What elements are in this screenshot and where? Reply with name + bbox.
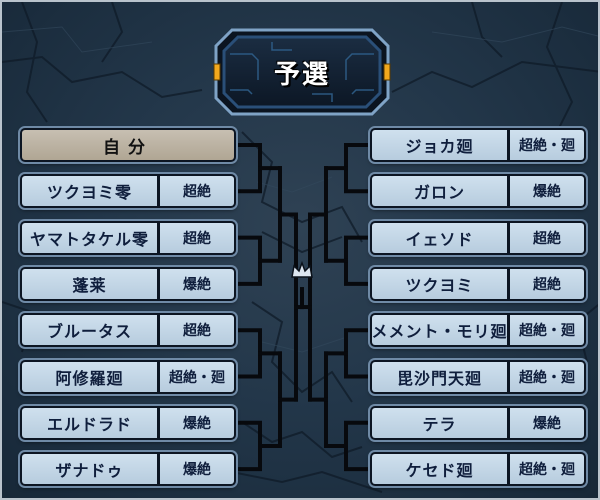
bracket-pair-line: [344, 328, 370, 379]
entry-name: エルドラド: [22, 408, 157, 438]
left-entry-3[interactable]: ヤマトタケル零超絶: [20, 221, 236, 255]
difficulty-badge: 爆絶: [160, 269, 234, 299]
left-entry-1[interactable]: 自分: [20, 128, 236, 162]
right-entry-6[interactable]: 毘沙門天廻超絶・廻: [370, 360, 586, 394]
right-entry-3[interactable]: イェソド超絶: [370, 221, 586, 255]
difficulty-badge: 超絶・廻: [510, 362, 584, 392]
difficulty-badge: 超絶: [510, 223, 584, 253]
difficulty-badge: 超絶・廻: [510, 454, 584, 484]
left-entry-5[interactable]: ブルータス超絶: [20, 313, 236, 347]
bracket-pair-line: [236, 420, 262, 472]
bracket-pair-line: [236, 328, 262, 379]
left-entry-4[interactable]: 蓬莱爆絶: [20, 267, 236, 301]
difficulty-badge: 超絶: [160, 315, 234, 345]
entry-name: 自分: [22, 130, 234, 160]
difficulty-badge: 爆絶: [160, 454, 234, 484]
difficulty-badge: 爆絶: [510, 408, 584, 438]
bracket-pair-line: [236, 143, 262, 194]
entry-name: 毘沙門天廻: [372, 362, 507, 392]
bracket-pair-line: [344, 235, 370, 286]
difficulty-badge: 超絶: [510, 269, 584, 299]
bracket-pair-line: [236, 235, 262, 286]
left-entry-2[interactable]: ツクヨミ零超絶: [20, 174, 236, 208]
right-entry-4[interactable]: ツクヨミ超絶: [370, 267, 586, 301]
difficulty-badge: 超絶・廻: [510, 315, 584, 345]
entry-name: ガロン: [372, 176, 507, 206]
entry-name: ツクヨミ: [372, 269, 507, 299]
right-entry-2[interactable]: ガロン爆絶: [370, 174, 586, 208]
difficulty-badge: 超絶・廻: [160, 362, 234, 392]
entry-name: ザナドゥ: [22, 454, 157, 484]
entry-name: ツクヨミ零: [22, 176, 157, 206]
left-entry-8[interactable]: ザナドゥ爆絶: [20, 452, 236, 486]
entry-name: メメント・モリ廻: [372, 315, 507, 345]
entry-name: ジョカ廻: [372, 130, 507, 160]
right-entry-8[interactable]: ケセド廻超絶・廻: [370, 452, 586, 486]
difficulty-badge: 超絶: [160, 223, 234, 253]
right-entry-7[interactable]: テラ爆絶: [370, 406, 586, 440]
entry-name: ヤマトタケル零: [22, 223, 157, 253]
entry-name: テラ: [372, 408, 507, 438]
bracket-pair-line: [344, 143, 370, 194]
left-entry-7[interactable]: エルドラド爆絶: [20, 406, 236, 440]
round-title: 予選: [273, 59, 330, 90]
difficulty-badge: 超絶: [160, 176, 234, 206]
right-entry-5[interactable]: メメント・モリ廻超絶・廻: [370, 313, 586, 347]
right-entry-1[interactable]: ジョカ廻超絶・廻: [370, 128, 586, 162]
entry-name: イェソド: [372, 223, 507, 253]
entry-name: ケセド廻: [372, 454, 507, 484]
title-plate: [213, 28, 391, 116]
entry-name: ブルータス: [22, 315, 157, 345]
crown-icon: [291, 260, 313, 278]
left-entry-6[interactable]: 阿修羅廻超絶・廻: [20, 360, 236, 394]
difficulty-badge: 超絶・廻: [510, 130, 584, 160]
difficulty-badge: 爆絶: [510, 176, 584, 206]
difficulty-badge: 爆絶: [160, 408, 234, 438]
entry-name: 阿修羅廻: [22, 362, 157, 392]
bracket-pair-line: [344, 420, 370, 472]
entry-name: 蓬莱: [22, 269, 157, 299]
